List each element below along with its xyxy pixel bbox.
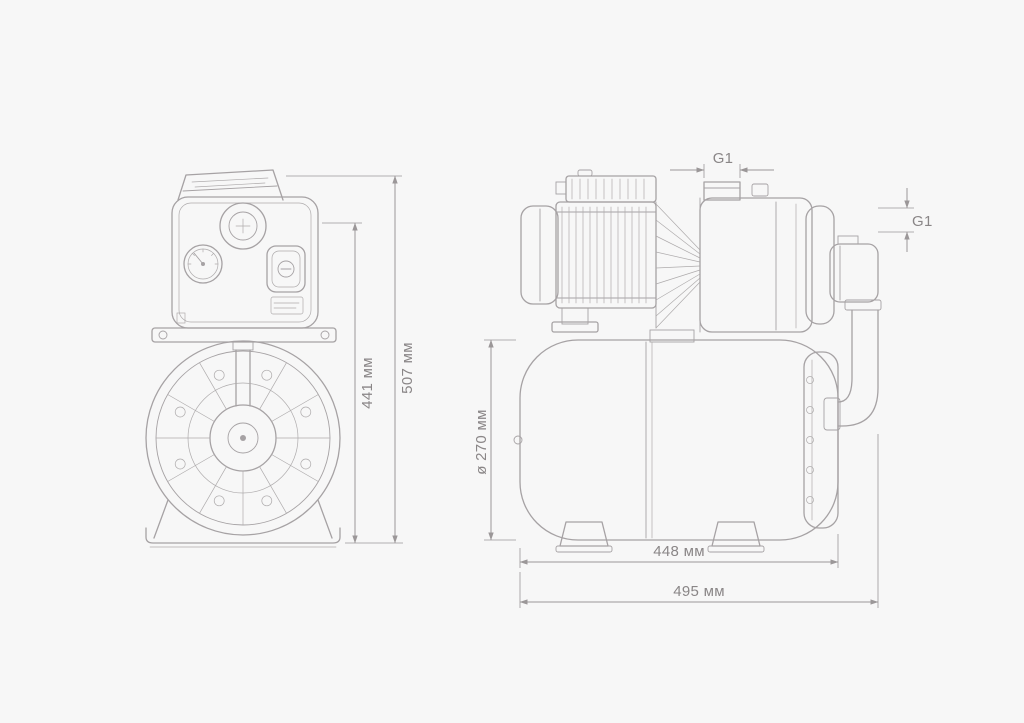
dimension-outlet-port: G1	[878, 188, 933, 252]
brand-badge	[270, 296, 304, 315]
pressure-gauge	[183, 244, 223, 284]
dimension-overall-length: 495 мм	[519, 434, 879, 608]
motor-foot	[551, 307, 599, 333]
dimension-label-pump-height: 441 мм	[359, 357, 376, 409]
mounting-flange	[151, 327, 337, 343]
lantern-fins	[655, 197, 701, 333]
terminal-box	[555, 169, 657, 203]
tank-front	[145, 340, 341, 536]
pump-head	[649, 181, 835, 343]
outlet-pipe	[823, 235, 882, 431]
fill-cap	[219, 202, 267, 250]
body-detail	[176, 312, 186, 324]
dimension-tank-diameter: ø 270 мм	[473, 339, 516, 541]
suction-pipe	[232, 341, 254, 407]
top-plug	[751, 183, 769, 197]
fan-cover	[520, 205, 559, 305]
pressure-switch	[266, 245, 306, 293]
motor	[555, 201, 657, 309]
air-valve	[513, 435, 523, 445]
pump-body	[171, 196, 319, 329]
dimension-label-tank-diameter: ø 270 мм	[473, 409, 490, 475]
pump-base	[649, 329, 695, 343]
dimension-top-port: G1	[670, 150, 774, 178]
tank-feet	[555, 521, 765, 553]
side-view: G1 G1 ø 270 мм 448 мм	[473, 150, 933, 608]
dimension-label-top-port: G1	[713, 150, 734, 167]
dimension-label-overall-height: 507 мм	[399, 342, 416, 394]
dimension-label-tank-length: 448 мм	[653, 543, 705, 560]
dimension-label-outlet-port: G1	[912, 213, 933, 230]
dimension-label-overall-length: 495 мм	[673, 583, 725, 600]
stand	[145, 499, 341, 548]
pump-handle	[177, 169, 284, 201]
top-port	[703, 181, 741, 201]
dimension-tank-length: 448 мм	[519, 534, 839, 568]
front-view: 441 мм 507 мм	[145, 169, 416, 548]
dimension-overall-height: 507 мм	[286, 175, 416, 544]
pressure-tank	[513, 339, 839, 541]
dimension-pump-height: 441 мм	[322, 222, 376, 544]
